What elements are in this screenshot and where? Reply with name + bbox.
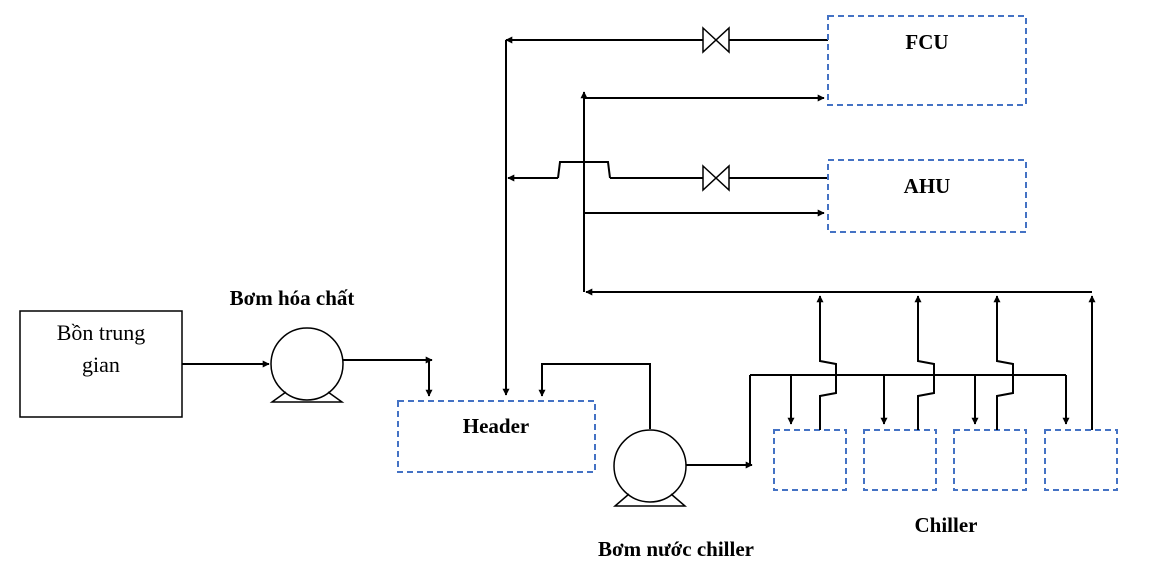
fcu-box: FCU	[827, 15, 1027, 106]
pipe-crossover-hop	[557, 161, 611, 179]
chiller-pump-label: Bơm nước chiller	[598, 537, 754, 561]
chiller-pump: Bơm nước chiller	[598, 429, 754, 561]
fcu-label: FCU	[905, 30, 948, 54]
pump-icon	[269, 327, 345, 403]
gate-valve-icon	[702, 164, 730, 192]
chiller-unit-2	[863, 295, 937, 491]
tank-label-line2: gian	[82, 352, 120, 377]
chiller-unit-3	[953, 295, 1027, 491]
tank-label-line1: Bồn trung	[57, 320, 146, 345]
header-box: Header	[397, 400, 596, 473]
gate-valve-icon	[702, 26, 730, 54]
ahu-label: AHU	[904, 174, 951, 198]
pump-icon	[612, 429, 688, 507]
pipe-pump-to-header	[343, 359, 433, 397]
chiller-unit-4	[1044, 295, 1118, 491]
header-label: Header	[463, 414, 529, 438]
intermediate-tank: Bồn trung gian	[19, 310, 183, 418]
pipe-header-to-chiller-pump	[538, 363, 651, 429]
chemical-pump: Bơm hóa chất	[230, 286, 355, 403]
chiller-unit-1	[773, 295, 847, 491]
chem-pump-label: Bơm hóa chất	[230, 286, 355, 310]
chiller-label: Chiller	[915, 513, 978, 537]
ahu-box: AHU	[827, 159, 1027, 233]
